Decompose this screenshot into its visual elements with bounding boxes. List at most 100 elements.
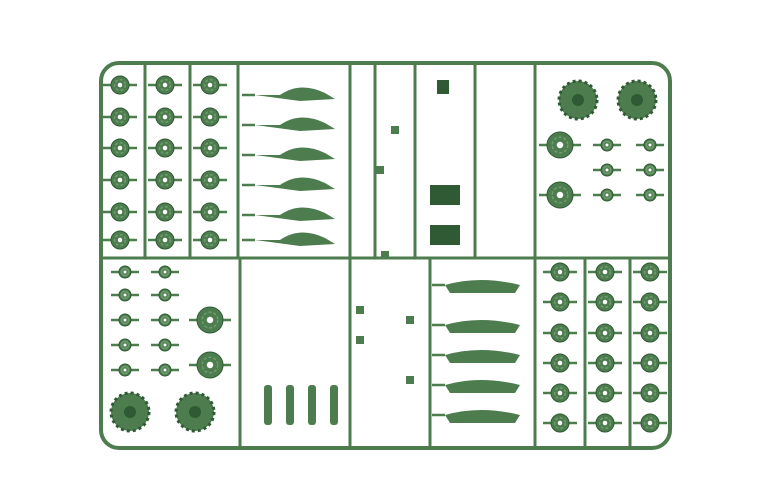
- wheel-rim: [120, 365, 130, 375]
- wheel-rim: [643, 295, 657, 309]
- small-part: [406, 316, 414, 324]
- wheel-rim: [158, 110, 172, 124]
- wheel-rim: [158, 141, 172, 155]
- wheel-hub: [207, 145, 213, 151]
- wheel-hub: [207, 237, 213, 243]
- wheel-rim: [598, 356, 612, 370]
- hatch-part: [430, 185, 460, 205]
- wheel-rim: [158, 233, 172, 247]
- wheel-rim: [645, 165, 655, 175]
- shock-absorber: [308, 385, 316, 425]
- suspension-arm: [255, 232, 335, 246]
- wheel-hub: [647, 269, 653, 275]
- wheel-hub: [117, 114, 123, 120]
- wheel-rim: [160, 340, 170, 350]
- wheel-hub: [557, 299, 563, 305]
- wheel-rim: [160, 365, 170, 375]
- wheel-rim: [203, 205, 217, 219]
- suspension-arm: [445, 380, 520, 393]
- wheel-rim: [553, 416, 567, 430]
- wheel-rim: [643, 265, 657, 279]
- wheel-rim: [160, 290, 170, 300]
- sprocket-hub: [572, 94, 584, 106]
- wheel-hub: [557, 420, 563, 426]
- wheel-rim: [201, 311, 219, 329]
- wheel-rim: [553, 326, 567, 340]
- wheel-hub: [647, 420, 653, 426]
- wheel-hub: [117, 177, 123, 183]
- small-part: [356, 336, 364, 344]
- wheel-hub: [162, 82, 168, 88]
- wheel-hub: [207, 209, 213, 215]
- sprocket-hub: [631, 94, 643, 106]
- wheel-rim: [602, 190, 612, 200]
- wheel-hub: [123, 270, 127, 274]
- wheel-rim: [553, 265, 567, 279]
- wheel-hub: [557, 269, 563, 275]
- wheel-rim: [113, 173, 127, 187]
- small-part: [376, 166, 384, 174]
- suspension-arm: [445, 320, 520, 333]
- wheel-hub: [163, 293, 167, 297]
- wheel-rim: [158, 173, 172, 187]
- wheel-hub: [647, 299, 653, 305]
- wheel-rim: [645, 140, 655, 150]
- outer-runner: [99, 61, 672, 450]
- wheel-hub: [647, 330, 653, 336]
- suspension-arm: [255, 87, 335, 101]
- small-part: [391, 126, 399, 134]
- wheel-hub: [556, 191, 564, 199]
- suspension-arm: [445, 410, 520, 423]
- wheel-rim: [120, 267, 130, 277]
- suspension-arm: [255, 177, 335, 191]
- wheel-rim: [120, 315, 130, 325]
- wheel-hub: [206, 316, 214, 324]
- wheel-hub: [605, 168, 609, 172]
- wheel-hub: [648, 143, 652, 147]
- wheel-rim: [553, 386, 567, 400]
- wheel-hub: [605, 143, 609, 147]
- wheel-hub: [163, 343, 167, 347]
- wheel-rim: [645, 190, 655, 200]
- wheel-rim: [120, 290, 130, 300]
- wheel-rim: [203, 141, 217, 155]
- wheel-rim: [158, 205, 172, 219]
- hatch-part: [430, 225, 460, 245]
- wheel-rim: [598, 326, 612, 340]
- wheel-hub: [162, 145, 168, 151]
- shock-absorber: [330, 385, 338, 425]
- wheel-rim: [551, 186, 569, 204]
- wheel-hub: [163, 318, 167, 322]
- wheel-rim: [113, 141, 127, 155]
- wheel-hub: [207, 114, 213, 120]
- wheel-rim: [203, 173, 217, 187]
- suspension-arm: [255, 117, 335, 131]
- small-part: [356, 306, 364, 314]
- wheel-rim: [160, 315, 170, 325]
- wheel-rim: [602, 165, 612, 175]
- wheel-rim: [598, 386, 612, 400]
- sprocket-hub: [189, 406, 201, 418]
- wheel-hub: [556, 141, 564, 149]
- wheel-hub: [123, 318, 127, 322]
- wheel-rim: [113, 233, 127, 247]
- wheel-rim: [203, 110, 217, 124]
- wheel-hub: [162, 114, 168, 120]
- suspension-arm: [445, 350, 520, 363]
- wheel-hub: [117, 209, 123, 215]
- wheel-hub: [162, 237, 168, 243]
- wheel-rim: [643, 326, 657, 340]
- suspension-arm: [445, 280, 520, 293]
- hatch-part: [437, 80, 449, 94]
- wheel-hub: [117, 237, 123, 243]
- wheel-rim: [203, 78, 217, 92]
- wheel-rim: [113, 78, 127, 92]
- small-part: [381, 251, 389, 259]
- wheel-rim: [643, 356, 657, 370]
- wheel-hub: [648, 168, 652, 172]
- wheel-hub: [605, 193, 609, 197]
- wheel-hub: [602, 330, 608, 336]
- wheel-rim: [203, 233, 217, 247]
- wheel-rim: [598, 295, 612, 309]
